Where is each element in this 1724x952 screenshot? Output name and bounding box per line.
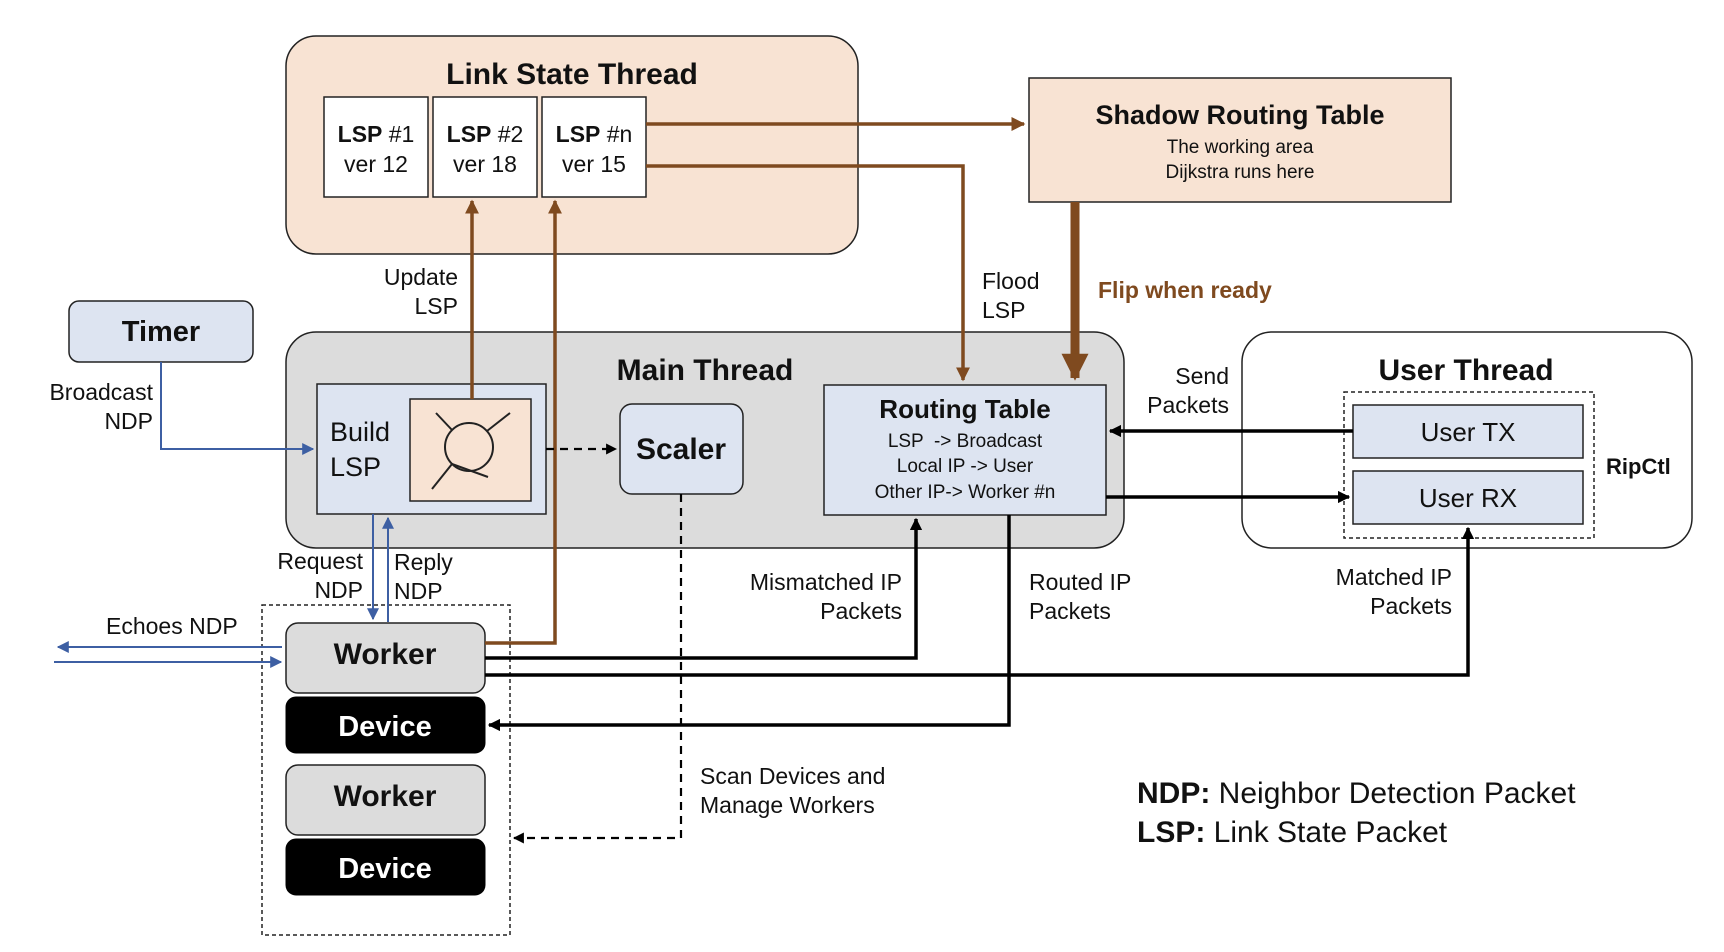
worker-to-lsp-arrow (485, 199, 562, 645)
legend-ndp-text: Neighbor Detection Packet (1210, 777, 1576, 810)
lsp-2-num: #2 (491, 121, 523, 147)
lsp-n-label: LSP (556, 121, 601, 147)
send-packets-label-2: Packets (1147, 392, 1229, 418)
user-thread: User Thread User TX User RX RipCtl (1241, 331, 1693, 549)
svg-text:LSP: Link State Packet: LSP: Link State Packet (1137, 816, 1448, 849)
lsp-2-ver: ver 18 (453, 151, 517, 177)
scan-devices-label-1: Scan Devices and (700, 763, 885, 789)
mismatched-label-1: Mismatched IP (750, 569, 902, 595)
lsp-2-label: LSP (447, 121, 492, 147)
device-1: Device (285, 696, 486, 754)
scaler-label: Scaler (636, 433, 726, 466)
legend: NDP: Neighbor Detection Packet LSP: Link… (1137, 777, 1576, 849)
reply-ndp-label-2: NDP (394, 578, 443, 604)
flood-lsp-label-2: LSP (982, 297, 1025, 323)
update-lsp-label-1: Update (384, 264, 458, 290)
matched-label-2: Packets (1370, 593, 1452, 619)
routed-ip-arrow (487, 515, 1011, 732)
mismatched-ip-arrow (485, 517, 923, 660)
lsp-box-1: LSP #1 ver 12 (323, 96, 429, 198)
lsp-1-ver: ver 12 (344, 151, 408, 177)
scaler-to-workers-arrow (512, 494, 683, 844)
routing-table-line1: LSP -> Broadcast (888, 431, 1043, 452)
broadcast-ndp-arrow (160, 362, 315, 455)
worker-1-label: Worker (334, 638, 437, 671)
build-lsp-box: Build LSP (316, 383, 547, 515)
flood-lsp-label-1: Flood (982, 268, 1040, 294)
lsp-n-ver: ver 15 (562, 151, 626, 177)
scaler-box: Scaler (619, 403, 744, 495)
svg-text:LSP #2: LSP #2 (447, 121, 524, 147)
send-packets-label-1: Send (1175, 363, 1229, 389)
routing-table-title: Routing Table (879, 394, 1050, 424)
dijkstra-graph-icon (409, 398, 532, 502)
shadow-routing-table-line1: The working area (1167, 137, 1314, 158)
worker-2: Worker (285, 764, 486, 836)
routed-label-2: Packets (1029, 598, 1111, 624)
worker-2-label: Worker (334, 780, 437, 813)
build-lsp-line2: LSP (330, 452, 381, 482)
routing-table-box: Routing Table LSP -> Broadcast Local IP … (823, 384, 1107, 516)
ripctl-label: RipCtl (1606, 454, 1671, 479)
lsp-1-num: #1 (382, 121, 414, 147)
lsp-box-n: LSP #n ver 15 (541, 96, 647, 198)
user-rx-box (1352, 470, 1584, 525)
device-2: Device (285, 838, 486, 896)
legend-lsp-abbr: LSP: (1137, 816, 1205, 849)
lsp-n-num: #n (600, 121, 632, 147)
timer-box: Timer (68, 300, 254, 363)
workers-group (261, 604, 511, 936)
legend-lsp-text: Link State Packet (1205, 816, 1447, 849)
update-lsp-label-2: LSP (415, 293, 458, 319)
black-arrows (485, 424, 1475, 732)
timer-label: Timer (122, 316, 200, 348)
user-tx-box (1352, 404, 1584, 459)
link-state-thread-title: Link State Thread (446, 58, 698, 91)
lsp-box-2: LSP #2 ver 18 (432, 96, 538, 198)
matched-label-1: Matched IP (1336, 564, 1452, 590)
dashed-arrows (512, 443, 683, 844)
routing-table-line2: Local IP -> User (897, 456, 1034, 477)
matched-ip-arrow (485, 526, 1475, 677)
routed-label-1: Routed IP (1029, 569, 1131, 595)
blue-arrows (54, 362, 394, 668)
broadcast-ndp-label-1: Broadcast (49, 379, 153, 405)
reply-ndp-label-1: Reply (394, 549, 453, 575)
broadcast-ndp-label-2: NDP (104, 408, 153, 434)
brown-arrows (465, 117, 1026, 645)
routing-table-line3: Other IP-> Worker #n (875, 482, 1056, 503)
request-ndp-label-1: Request (277, 548, 363, 574)
svg-text:NDP: Neighbor Detection Packet: NDP: Neighbor Detection Packet (1137, 777, 1576, 810)
shadow-routing-table-line2: Dijkstra runs here (1166, 162, 1315, 183)
user-tx-label: User TX (1421, 417, 1516, 447)
main-thread-title: Main Thread (617, 354, 794, 387)
shadow-routing-table-title: Shadow Routing Table (1096, 100, 1385, 130)
shadow-routing-table: Shadow Routing Table The working area Di… (1028, 77, 1452, 203)
worker-1: Worker (285, 622, 486, 694)
build-lsp-line1: Build (330, 417, 390, 447)
mismatched-label-2: Packets (820, 598, 902, 624)
echoes-ndp-label: Echoes NDP (106, 613, 238, 639)
lsp-1-label: LSP (338, 121, 383, 147)
flood-lsp-arrow (646, 164, 970, 382)
user-rx-label: User RX (1419, 483, 1517, 513)
device-1-label: Device (338, 711, 432, 743)
request-ndp-label-2: NDP (314, 577, 363, 603)
svg-text:LSP #n: LSP #n (556, 121, 633, 147)
flip-label: Flip when ready (1098, 277, 1272, 303)
legend-ndp-abbr: NDP: (1137, 777, 1210, 810)
device-2-label: Device (338, 853, 432, 885)
user-thread-title: User Thread (1378, 354, 1553, 387)
scan-devices-label-2: Manage Workers (700, 792, 875, 818)
svg-text:LSP #1: LSP #1 (338, 121, 415, 147)
